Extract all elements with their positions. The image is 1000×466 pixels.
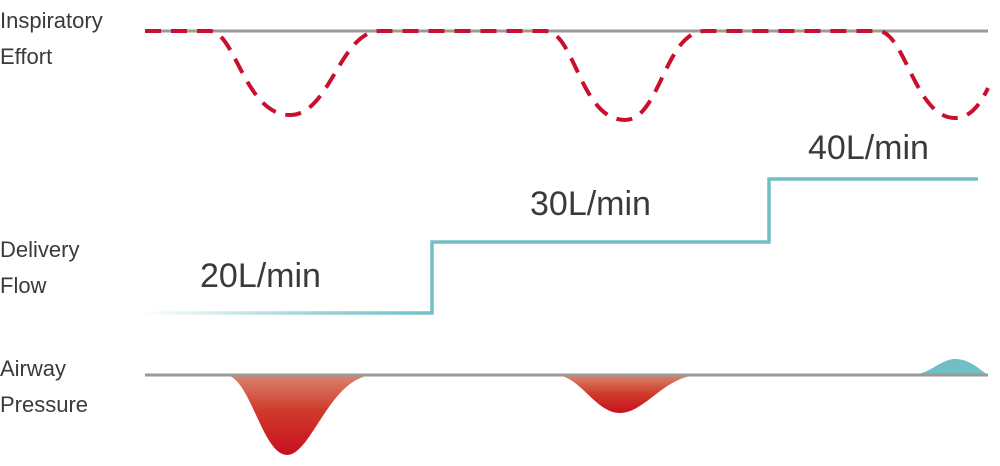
flow-rate-label-30: 30L/min: [530, 185, 651, 223]
flow-rate-label-20: 20L/min: [200, 257, 321, 295]
delivery-flow-line-fade: [145, 177, 978, 315]
delivery-flow-label: Delivery Flow: [0, 232, 79, 304]
airway-pressure-bump: [910, 359, 988, 375]
inspiratory-effort-label-line1: Inspiratory: [0, 8, 103, 33]
inspiratory-effort-label: Inspiratory Effort: [0, 3, 103, 75]
delivery-flow-label-line2: Flow: [0, 273, 47, 298]
delivery-flow-label-line1: Delivery: [0, 237, 80, 262]
inspiratory-effort-curve: [145, 29, 990, 123]
flow-rate-label-40: 40L/min: [808, 129, 929, 167]
airway-pressure-label-line2: Pressure: [0, 392, 89, 417]
airway-pressure-trough-1: [225, 375, 375, 455]
delivery-flow-line: [330, 179, 978, 313]
airway-pressure-label-line1: Airway: [0, 356, 67, 381]
inspiratory-effort-label-line2: Effort: [0, 44, 53, 69]
airway-pressure-trough-2: [555, 375, 700, 413]
airway-pressure-label: Airway Pressure: [0, 351, 88, 423]
